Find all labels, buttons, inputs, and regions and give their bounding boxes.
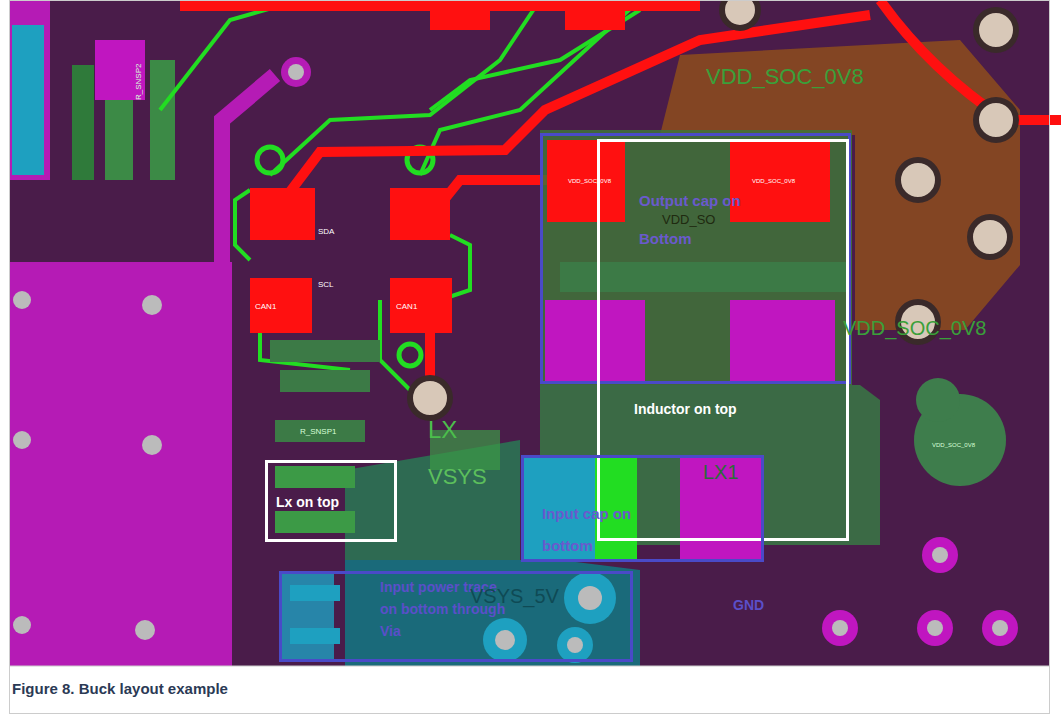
- silkscreen-label: VDD_SOC_0V8: [932, 442, 975, 448]
- silkscreen-label: GND: [733, 598, 764, 612]
- silkscreen-label: R_SNSP1: [300, 428, 336, 436]
- silkscreen-label: VDD_SOC_0V8: [568, 178, 611, 184]
- silkscreen-label: LX1: [703, 462, 739, 482]
- annotation-box: Input power trace on bottom through Via: [279, 571, 633, 662]
- silkscreen-label: LX: [428, 418, 457, 442]
- silkscreen-label: R_SNSP2: [135, 64, 143, 100]
- silkscreen-label: VSYS_5V: [470, 586, 559, 606]
- silkscreen-label: CAN1: [255, 303, 276, 311]
- figure-caption: Figure 8. Buck layout example: [12, 680, 228, 697]
- annotation-box: Output cap on Bottom: [540, 133, 851, 384]
- annotation-text: Input cap on bottom: [542, 498, 662, 562]
- annotation-text: Lx on top: [276, 493, 386, 511]
- silkscreen-label: VSYS: [428, 466, 487, 488]
- silkscreen-label: VDD_SOC_0V8: [752, 178, 795, 184]
- silkscreen-label: VDD_SOC_0V8: [706, 66, 864, 88]
- annotation-text: Inductor on top: [634, 400, 834, 418]
- silkscreen-label: VDD_SO: [662, 213, 715, 226]
- silkscreen-label: VDD_SOC_0V8: [843, 318, 986, 338]
- annotation-box: Lx on top: [265, 460, 397, 542]
- silkscreen-label: CAN1: [396, 303, 417, 311]
- silkscreen-label: SCL: [318, 281, 334, 289]
- silkscreen-label: SDA: [318, 228, 334, 236]
